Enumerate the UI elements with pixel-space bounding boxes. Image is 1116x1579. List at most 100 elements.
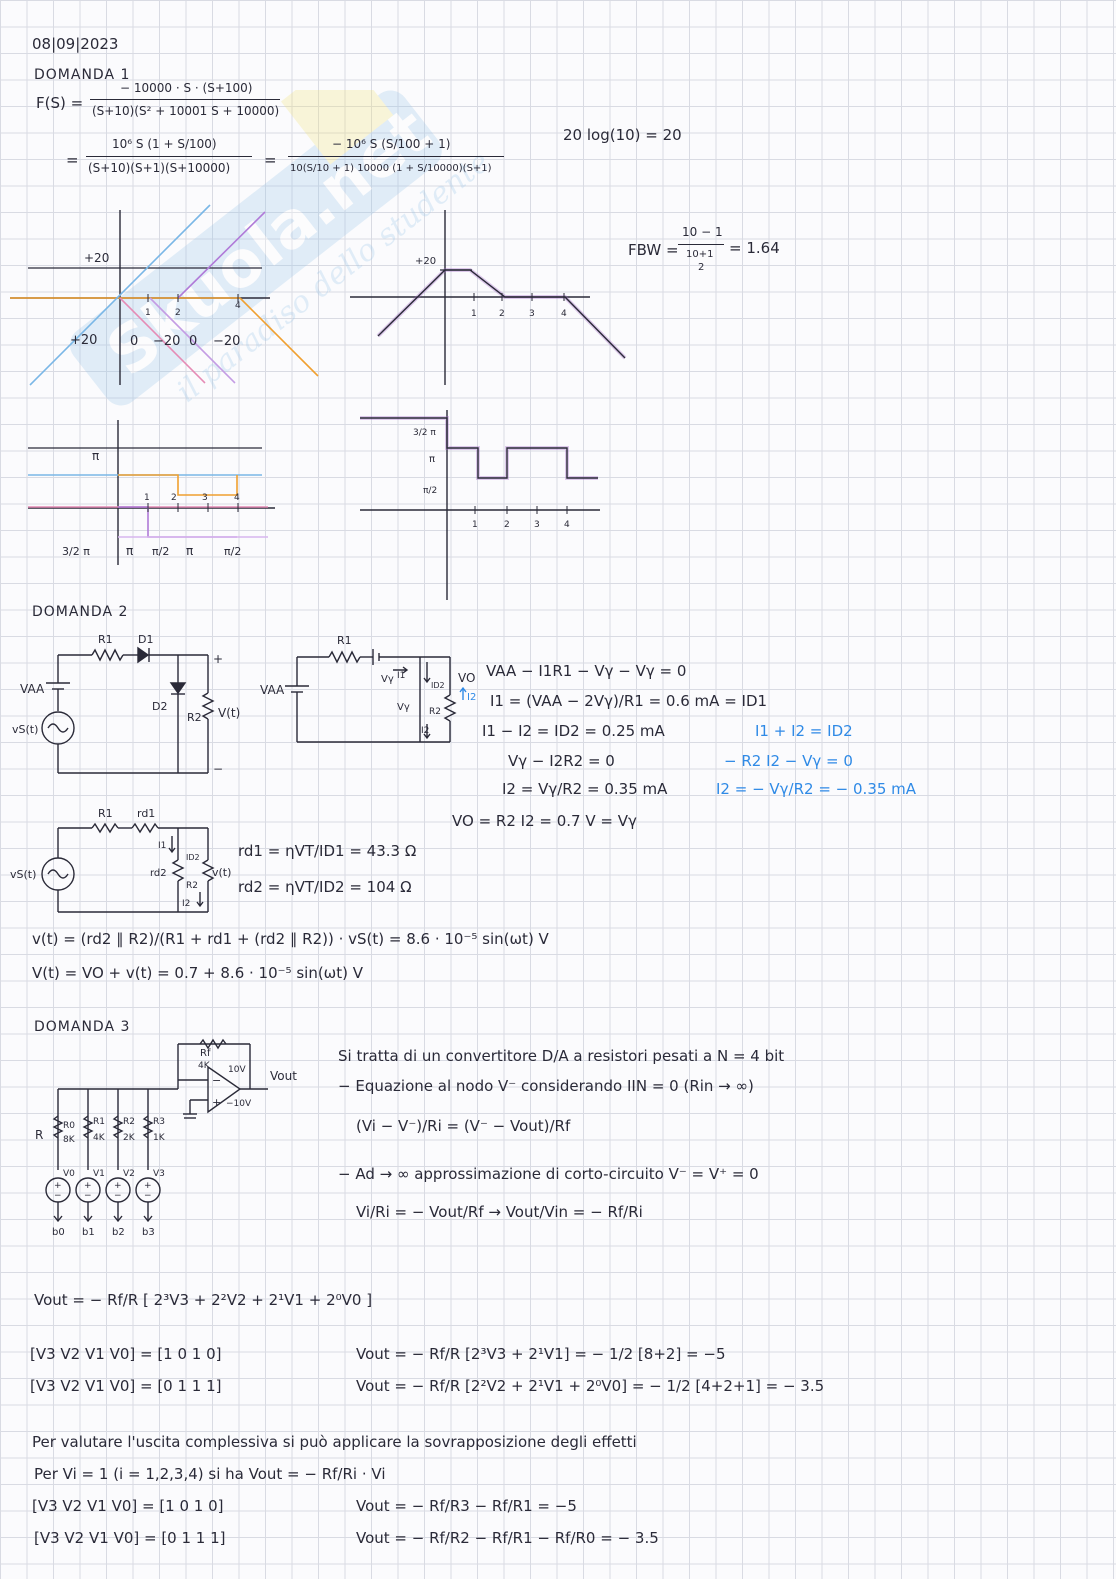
phase-pi-label: π: [92, 449, 99, 463]
fs-numerator: − 10000 · S · (S+100): [120, 81, 253, 95]
c3-rd2-label: rd2: [150, 868, 167, 879]
dac-b3: b3: [142, 1227, 155, 1238]
c2-vg-mid: Vγ: [397, 702, 410, 713]
dac-v3: V3: [153, 1169, 165, 1179]
total-phase-pi2: π/2: [423, 486, 437, 496]
mag-below-3: −20: [153, 334, 180, 349]
phase-tick-2: 2: [171, 493, 177, 503]
c1-r2-label: R2: [187, 711, 202, 724]
bode-phase-total: 3/2 π π π/2 1 2 3 4: [360, 410, 600, 600]
total-phase-pi: π: [429, 454, 435, 465]
dac-rf-label: Rf: [200, 1048, 211, 1059]
c3-r2-label: R2: [186, 881, 198, 891]
d2-eq-kvl: VAA − I1R1 − Vγ − Vγ = 0: [486, 662, 687, 680]
eq-sign-2: =: [264, 151, 277, 169]
dac-v0: V0: [63, 1169, 75, 1179]
c2-vaa-label: VAA: [260, 683, 285, 697]
fbw-den-bottom: 2: [698, 262, 705, 273]
c1-r1-label: R1: [98, 633, 113, 646]
d2-eq-vo: VO = R2 I2 = 0.7 V = Vγ: [452, 812, 637, 830]
phase-tick-4: 4: [234, 493, 240, 503]
d2-eq-i2: I2 = Vγ/R2 = 0.35 mA: [502, 780, 668, 798]
c3-rd1-label: rd1: [137, 807, 155, 820]
phase-below-2: π/2: [152, 545, 169, 558]
dac-rf-value: 4K: [198, 1061, 211, 1071]
f3-denominator: 10(S/10 + 1) 10000 (1 + S/10000)(S+1): [290, 163, 492, 174]
total-vt: V(t) = VO + v(t) = 0.7 + 8.6 · 10⁻⁵ sin(…: [32, 964, 363, 982]
d2-blue-3: I2 = − Vγ/R2 = − 0.35 mA: [716, 780, 917, 798]
bode-phase-components: π 1 2 3 4 3/2 π π π/2 π π/2: [28, 420, 275, 565]
total-phase-3-2pi: 3/2 π: [413, 428, 436, 438]
c1-vs-label: vS(t): [12, 723, 38, 736]
dac-r2: R2: [123, 1117, 135, 1127]
total-tick-2: 2: [499, 309, 505, 319]
mag-tick-4: 4: [235, 301, 241, 311]
d3-node-equation-intro: − Equazione al nodo V⁻ considerando IIN …: [338, 1077, 754, 1095]
dac-r3-val: 1K: [153, 1133, 166, 1143]
c1-vt-label: V(t): [218, 706, 240, 720]
mag-below-1: +20: [70, 333, 97, 348]
diode-circuit-2-dc: R1 VAA Vγ I1 ID2 I2 Vγ R2 I2 VO: [260, 634, 476, 743]
c2-i2-blue: I2: [467, 692, 476, 703]
dac-r1: R1: [93, 1117, 105, 1127]
d2-eq-id2: I1 − I2 = ID2 = 0.25 mA: [482, 722, 665, 740]
c2-r2-label: R2: [429, 707, 441, 717]
d3-result-1: Vout = − Rf/R [2³V3 + 2¹V1] = − 1/2 [8+2…: [356, 1345, 726, 1363]
dac-r2-val: 2K: [123, 1133, 136, 1143]
fbw-fraction-bar: [678, 244, 724, 245]
d3-vector-4: [V3 V2 V1 V0] = [0 1 1 1]: [34, 1529, 226, 1547]
c2-r1-label: R1: [337, 634, 352, 647]
c2-i1-label: I1: [397, 671, 405, 681]
orange-slope: [239, 297, 319, 377]
domanda-3-heading: DOMANDA 3: [34, 1019, 131, 1035]
svg-text:−: −: [84, 1191, 92, 1201]
phase-below-3: π: [186, 544, 193, 558]
bode-magnitude-components: +20 1 2 4 +20 0 −20 0 −20: [10, 204, 319, 386]
d3-result-2: Vout = − Rf/R [2²V2 + 2¹V1 + 2⁰V0] = − 1…: [356, 1377, 825, 1395]
small-signal-circuit: R1 rd1 I1 ID2 rd2 R2 I2 vS(t) v(t): [10, 807, 231, 913]
lilac-slope: [149, 297, 236, 384]
d3-superposition: Per valutare l'uscita complessiva si può…: [32, 1433, 637, 1451]
f2-fraction-bar: [86, 156, 252, 157]
fbw-result: = 1.64: [729, 239, 780, 257]
d3-node-equation: (Vi − V⁻)/Ri = (V⁻ − Vout)/Rf: [356, 1117, 571, 1135]
dac-vpos: 10V: [228, 1065, 246, 1075]
dac-vout: Vout: [270, 1069, 297, 1083]
c1-minus: −: [213, 762, 223, 776]
eq-sign-1: =: [66, 151, 79, 169]
c2-i2-label: I2: [421, 726, 429, 736]
svg-text:−: −: [212, 1074, 221, 1087]
d2-blue-2: − R2 I2 − Vγ = 0: [724, 752, 853, 770]
small-signal-vt: v(t) = (rd2 ∥ R2)/(R1 + rd1 + (rd2 ∥ R2)…: [32, 930, 549, 948]
c2-vg-top: Vγ: [381, 674, 394, 685]
purple-slope: [177, 211, 266, 299]
mag-y20-label: +20: [84, 251, 109, 265]
c3-vs-label: vS(t): [10, 868, 36, 881]
c1-d1-label: D1: [138, 633, 153, 646]
diode-circuit-1: R1 D1 D2 R2 VAA vS(t) V(t) + −: [12, 633, 240, 776]
d2-eq-i1: I1 = (VAA − 2Vγ)/R1 = 0.6 mA = ID1: [490, 692, 768, 710]
dac-b0: b0: [52, 1227, 65, 1238]
mag-below-4: 0: [189, 334, 197, 349]
fbw-numerator: 10 − 1: [682, 225, 723, 239]
dac-v2: V2: [123, 1169, 135, 1179]
rd1-equation: rd1 = ηVT/ID1 = 43.3 Ω: [238, 842, 417, 860]
c3-r1-label: R1: [98, 807, 113, 820]
d3-approx: − Ad → ∞ approssimazione di corto-circui…: [338, 1165, 759, 1183]
c1-plus: +: [213, 652, 223, 666]
f2-numerator: 10⁶ S (1 + S/100): [112, 137, 217, 151]
total-phase-tick-2: 2: [504, 520, 510, 530]
mag-tick-2: 2: [175, 308, 181, 318]
total-tick-4: 4: [561, 309, 567, 319]
orange-step: [118, 474, 238, 496]
mag-below-5: −20: [213, 334, 240, 349]
c3-vt-label: v(t): [212, 866, 231, 879]
mag-tick-1: 1: [145, 308, 151, 318]
dac-circuit: − + + − + − + − + − Rf 4K 10V −10V Vout …: [35, 1038, 297, 1238]
log-note: 20 log(10) = 20: [563, 126, 682, 144]
mag-below-2: 0: [130, 334, 138, 349]
dac-vneg: −10V: [226, 1099, 252, 1109]
fbw-den-top: 10+1: [686, 249, 714, 260]
d3-result-4: Vout = − Rf/R2 − Rf/R1 − Rf/R0 = − 3.5: [356, 1529, 659, 1547]
f2-denominator: (S+10)(S+1)(S+10000): [88, 161, 231, 175]
